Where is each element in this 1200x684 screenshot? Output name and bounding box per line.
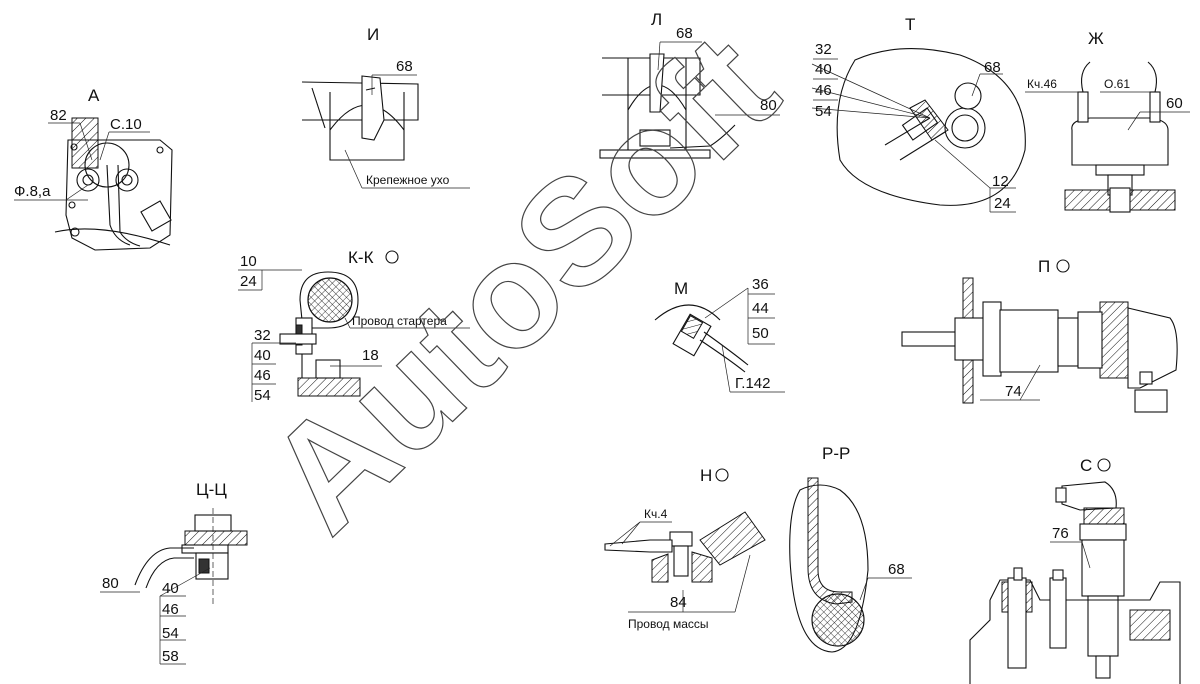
view-tsts: Ц-Ц 80 40 46 54 58 [100, 480, 248, 665]
view-rr: Р-Р 68 [789, 444, 912, 653]
view-tsts-title: Ц-Ц [196, 480, 227, 499]
section-mark-icon [385, 250, 399, 264]
section-mark-icon [715, 468, 729, 482]
label-18-kk: 18 [362, 347, 379, 364]
label-80-tsts: 80 [102, 575, 119, 592]
label-68-rr: 68 [888, 561, 905, 578]
label-68-t: 68 [984, 59, 1001, 76]
view-t: Т 32 40 46 54 68 12 24 [811, 15, 1026, 213]
label-60: 60 [1166, 95, 1183, 112]
label-50-m: 50 [752, 325, 769, 342]
view-m: М 36 44 50 Г.142 [654, 276, 785, 393]
label-82: 82 [50, 107, 67, 124]
view-i-title: И [367, 25, 379, 44]
view-kk: К-К 10 24 Провод стартера 18 32 40 46 54 [238, 248, 470, 404]
label-58-tsts: 58 [162, 648, 179, 665]
label-76: 76 [1052, 525, 1069, 542]
label-40-kk: 40 [254, 347, 271, 364]
label-kch4: Кч.4 [644, 507, 668, 521]
label-provod-startera: Провод стартера [352, 314, 447, 328]
label-provod-massy: Провод массы [628, 617, 709, 631]
view-p: П 74 [901, 257, 1178, 413]
section-mark-icon [1097, 458, 1111, 472]
label-40-tsts: 40 [162, 580, 179, 597]
label-54-tsts: 54 [162, 625, 179, 642]
label-c10: С.10 [110, 116, 142, 133]
view-n-title: Н [700, 466, 712, 485]
label-44-m: 44 [752, 300, 769, 317]
label-54-kk: 54 [254, 387, 271, 404]
view-n: Н Кч.4 84 Провод массы [604, 466, 766, 631]
label-54-t: 54 [815, 103, 832, 120]
label-74: 74 [1005, 383, 1022, 400]
view-m-title: М [674, 279, 688, 298]
label-krepezhnoe-ukho: Крепежное ухо [366, 173, 450, 187]
label-84: 84 [670, 594, 687, 611]
label-80-l: 80 [760, 97, 777, 114]
section-mark-icon [1056, 259, 1070, 273]
label-24-t: 24 [994, 195, 1011, 212]
label-12-t: 12 [992, 173, 1009, 190]
label-24-kk: 24 [240, 273, 257, 290]
view-zh: Ж Кч.46 О.61 60 [1025, 29, 1190, 213]
view-p-title: П [1038, 257, 1050, 276]
label-g142: Г.142 [735, 375, 771, 392]
label-46-kk: 46 [254, 367, 271, 384]
view-s: С 76 [969, 456, 1181, 684]
label-46-t: 46 [815, 82, 832, 99]
label-68-l: 68 [676, 25, 693, 42]
view-kk-title: К-К [348, 248, 374, 267]
view-s-title: С [1080, 456, 1092, 475]
label-o61: О.61 [1104, 77, 1130, 91]
label-kch46: Кч.46 [1027, 77, 1057, 91]
view-rr-title: Р-Р [822, 444, 850, 463]
view-l: Л 68 80 [599, 10, 780, 159]
label-f8a: Ф.8,а [14, 183, 51, 200]
view-a-title: А [88, 86, 100, 105]
label-32-t: 32 [815, 41, 832, 58]
view-zh-title: Ж [1088, 29, 1104, 48]
label-68-i: 68 [396, 58, 413, 75]
label-40-t: 40 [815, 61, 832, 78]
view-i: И 68 Крепежное ухо [301, 25, 470, 189]
label-32-kk: 32 [254, 327, 271, 344]
view-a: А 82 С.10 Ф.8,а [14, 86, 173, 251]
view-t-title: Т [905, 15, 915, 34]
view-l-title: Л [651, 10, 662, 29]
label-46-tsts: 46 [162, 601, 179, 618]
label-10-kk: 10 [240, 253, 257, 270]
label-36-m: 36 [752, 276, 769, 293]
